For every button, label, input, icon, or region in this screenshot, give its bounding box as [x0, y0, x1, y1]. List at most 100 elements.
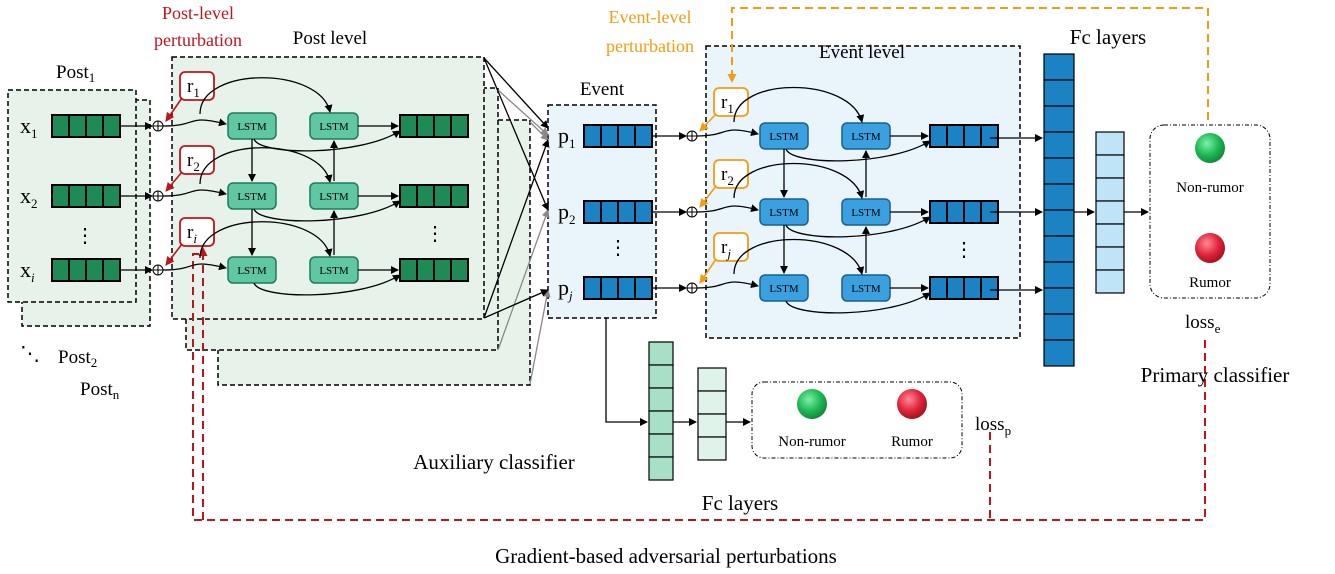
event-r-3-label-sub: j	[725, 246, 731, 261]
p-vector-3	[583, 276, 653, 300]
event-in-arrow-3	[696, 280, 759, 289]
event-plus-2	[686, 206, 698, 218]
fc-top-cell	[1043, 209, 1075, 237]
post-r-1: r1	[179, 71, 215, 101]
event-skip-arrow-2	[733, 163, 865, 199]
x-label-1-sub: 1	[31, 126, 38, 141]
post-r-arrow-3	[165, 243, 183, 266]
post-out-vector-1	[399, 114, 469, 138]
p-vector-2	[583, 200, 653, 224]
post-level-perturbation-label-1: Post-level	[162, 3, 234, 23]
event-to-auxiliary-arrows	[605, 318, 751, 426]
p-label-2-base: p	[558, 199, 569, 224]
post-r-2-label-base: r	[187, 150, 194, 171]
event-r-1-label: r1	[721, 92, 734, 116]
x-vector-3	[51, 258, 121, 282]
event-in-arrow-1	[696, 128, 759, 137]
event-lstm-b-1: LSTM	[841, 122, 891, 150]
p-label-1-base: p	[558, 123, 569, 148]
post-r-2-label: r2	[187, 150, 200, 174]
p-label-3-base: p	[558, 275, 569, 300]
post-r-arrow-1	[165, 97, 183, 122]
fc-top-cell	[1043, 131, 1075, 159]
post-out-vector-3	[399, 258, 469, 282]
post-skip-arrow-3	[199, 221, 333, 259]
fc-top-cell	[1043, 235, 1075, 263]
non-rumor-indicator-primary	[1195, 133, 1225, 163]
post-level-vdots: ⋮	[425, 223, 445, 245]
event-lstm-a-2-label: LSTM	[769, 207, 799, 219]
p-vector-1	[583, 124, 653, 148]
event-level-label: Event level	[819, 42, 905, 63]
event-lstm-a-1-label: LSTM	[769, 131, 799, 143]
event-vdots: ⋮	[608, 237, 628, 259]
event-out-vector-2	[929, 200, 999, 224]
event-r-arrow-2	[699, 185, 717, 208]
post-lstm-a-3: LSTM	[227, 256, 277, 284]
loss-p-label: lossp	[975, 414, 1011, 438]
post-r-3: ri	[179, 217, 215, 247]
x-vector-1	[51, 114, 121, 138]
event-lstm-b-2: LSTM	[841, 198, 891, 226]
post-lstm-a-2-label: LSTM	[237, 191, 267, 203]
fc-bottom2-cell	[697, 367, 727, 392]
post-curve-out-3	[253, 274, 401, 296]
fc-top2-cell	[1095, 177, 1125, 202]
event-perturbation-line	[727, 7, 1209, 120]
fc-bottom-cell	[648, 341, 674, 366]
fc-top2-cell	[1095, 154, 1125, 179]
fc-top-cell	[1043, 53, 1075, 81]
event-out-vector-1	[929, 124, 999, 148]
post-to-event-arrows	[483, 57, 551, 385]
p-label-3: pj	[558, 275, 573, 303]
event-out-vector-3	[929, 276, 999, 300]
event-lstm-a-1: LSTM	[759, 122, 809, 150]
event-r-2-label: r2	[721, 164, 734, 188]
post-lstm-a-3-box	[227, 256, 277, 284]
x-label-2-base: x	[20, 183, 31, 208]
non-rumor-label-primary: Non-rumor	[1176, 180, 1244, 196]
post-ddots: ⋱	[20, 343, 40, 365]
post-level-perturbation-label-2: perturbation	[154, 30, 242, 50]
event-lstm-b-3-label: LSTM	[851, 283, 881, 295]
event-level-perturbation-label-1: Event-level	[609, 7, 692, 27]
p-label-2-sub: 2	[569, 212, 576, 227]
fc-top-cell	[1043, 313, 1075, 341]
event-curve-out-2	[785, 216, 931, 238]
fc-top2-cell	[1095, 246, 1125, 271]
post-in-arrow-2	[162, 188, 227, 197]
x-label-1: x1	[20, 113, 38, 141]
post-lstm-a-3-label: LSTM	[237, 265, 267, 277]
p-label-1: p1	[558, 123, 576, 151]
event-lstm-b-3: LSTM	[841, 274, 891, 302]
event-curve-out-3	[785, 292, 931, 314]
event-label: Event	[580, 79, 625, 100]
event-r-3-frame	[713, 232, 749, 262]
event-r-2: r2	[713, 159, 749, 189]
post-lstm-b-2: LSTM	[309, 182, 359, 210]
post-skip-arrow-1	[199, 77, 333, 115]
event-r-1-label-base: r	[721, 92, 728, 113]
primary-classifier-label: Primary classifier	[1141, 363, 1290, 387]
post-out-vector-2	[399, 184, 469, 208]
fc-top2-cell	[1095, 269, 1125, 294]
fc-top-cell	[1043, 79, 1075, 107]
fc-bottom-cell	[648, 410, 674, 435]
gradient-label: Gradient-based adversarial perturbations	[495, 544, 837, 568]
fc-bottom-cell	[648, 364, 674, 389]
event-curve-out-1	[785, 140, 931, 162]
post-plus-3	[152, 264, 164, 276]
post-lstm-b-3-label: LSTM	[319, 265, 349, 277]
event-in-arrow-2	[696, 204, 759, 213]
post-plus-1	[152, 120, 164, 132]
event-level-to-fc-arrows	[990, 134, 1149, 294]
fc-top2-cell	[1095, 131, 1125, 156]
post-r-arrow-2	[165, 171, 183, 192]
x-label-3: xi	[20, 257, 35, 285]
post-lstm-a-1: LSTM	[227, 112, 277, 140]
fc-bottom-cell	[648, 387, 674, 412]
fc-top2-cell	[1095, 200, 1125, 225]
